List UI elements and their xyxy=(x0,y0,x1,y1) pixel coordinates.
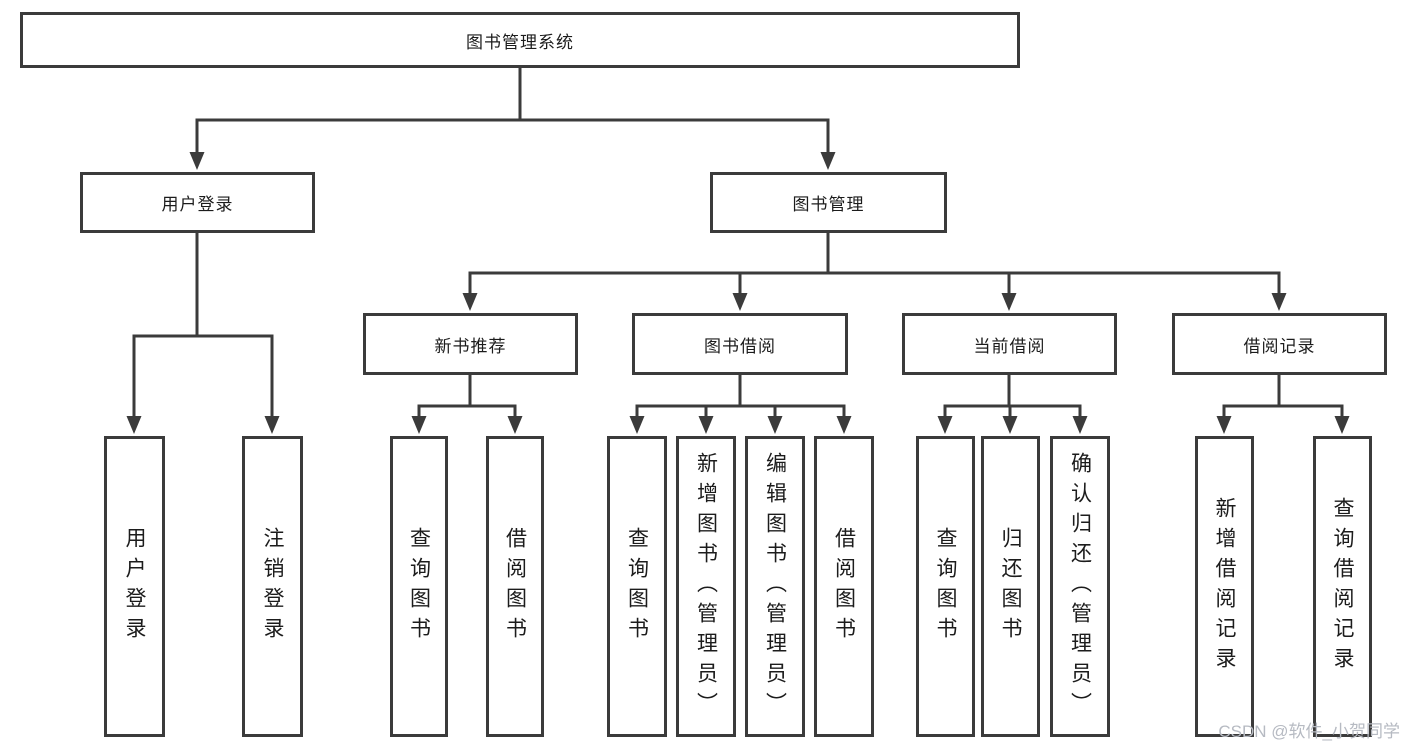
leaf-label: 编辑图书（管理员） xyxy=(763,451,787,722)
leaf-label: 查询图书 xyxy=(934,526,957,647)
watermark: CSDN @软件_小贺同学 xyxy=(1218,722,1400,741)
node-current-borrowing: 当前借阅 xyxy=(902,313,1117,375)
leaf-label: 新增借阅记录 xyxy=(1213,496,1236,677)
leaf-label: 查询图书 xyxy=(625,526,649,647)
leaf-logout: 注销登录 xyxy=(242,436,303,737)
leaf-label: 注销登录 xyxy=(261,526,284,647)
leaf-query-borrow-record: 查询借阅记录 xyxy=(1313,436,1372,737)
leaf-label: 用户登录 xyxy=(123,526,146,647)
node-new-book-recommendation: 新书推荐 xyxy=(363,313,578,375)
leaf-query-books-borrowing: 查询图书 xyxy=(607,436,667,737)
leaf-query-books-current: 查询图书 xyxy=(916,436,975,737)
leaf-borrow-books-recommend: 借阅图书 xyxy=(486,436,544,737)
node-library-management-system: 图书管理系统 xyxy=(20,12,1020,68)
leaf-label: 借阅图书 xyxy=(832,526,856,647)
leaf-add-borrow-record: 新增借阅记录 xyxy=(1195,436,1254,737)
leaf-label: 借阅图书 xyxy=(503,526,527,647)
leaf-confirm-return-admin: 确认归还（管理员） xyxy=(1050,436,1110,737)
leaf-label: 查询借阅记录 xyxy=(1331,496,1354,677)
leaf-label: 确认归还（管理员） xyxy=(1068,451,1092,722)
leaf-add-book-admin: 新增图书（管理员） xyxy=(676,436,736,737)
leaf-label: 归还图书 xyxy=(999,526,1022,647)
node-book-management: 图书管理 xyxy=(710,172,947,233)
leaf-borrow-books-borrowing: 借阅图书 xyxy=(814,436,874,737)
leaf-query-books-recommend: 查询图书 xyxy=(390,436,448,737)
leaf-user-login: 用户登录 xyxy=(104,436,165,737)
leaf-return-books: 归还图书 xyxy=(981,436,1040,737)
leaf-edit-book-admin: 编辑图书（管理员） xyxy=(745,436,805,737)
node-book-borrowing: 图书借阅 xyxy=(632,313,848,375)
leaf-label: 查询图书 xyxy=(407,526,431,647)
leaf-label: 新增图书（管理员） xyxy=(694,451,718,722)
node-borrowing-records: 借阅记录 xyxy=(1172,313,1387,375)
node-user-login: 用户登录 xyxy=(80,172,315,233)
